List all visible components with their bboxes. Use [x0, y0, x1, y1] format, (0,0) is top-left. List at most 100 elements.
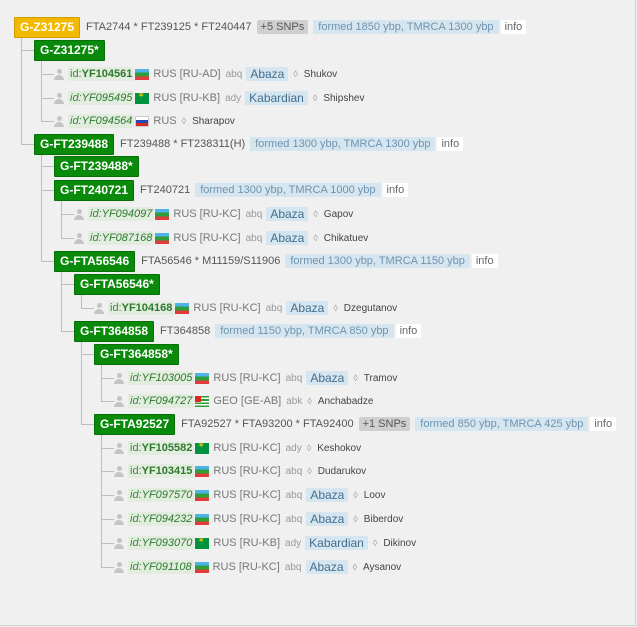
country-code: RUS [RU-KC]: [173, 208, 241, 220]
country-code: RUS [RU-AD]: [153, 68, 221, 80]
surname: Dudarukov: [317, 465, 367, 477]
sample-id[interactable]: id:YF105582: [128, 441, 195, 455]
sample-id[interactable]: id:YF104168: [108, 301, 175, 315]
kchr-flag-icon: [195, 489, 210, 501]
sample-id[interactable]: id:YF094232: [128, 512, 195, 526]
haplogroup-row: G-Z31275*: [34, 39, 105, 61]
surname: Shukov: [303, 68, 338, 80]
diamond-icon: ◊: [312, 93, 318, 103]
diamond-icon: ◊: [306, 443, 312, 453]
diamond-icon: ◊: [353, 373, 358, 383]
country-code: RUS [RU-KC]: [213, 489, 281, 501]
haplogroup-label[interactable]: G-FT364858*: [94, 343, 179, 365]
diamond-icon: ◊: [307, 466, 312, 476]
haplogroup-label[interactable]: G-FT239488: [34, 133, 115, 155]
sample-id[interactable]: id:YF094097: [88, 207, 155, 221]
haplogroup-label[interactable]: G-FT364858: [74, 320, 155, 342]
person-icon: [114, 442, 124, 454]
sample-id[interactable]: id:YF091108: [128, 560, 194, 574]
snp-list: FTA92527 * FTA93200 * FTA92400: [181, 418, 354, 430]
tree-connector: [41, 166, 54, 167]
tree-connector: [101, 401, 114, 402]
sample-id-value: YF095495: [81, 92, 133, 104]
diamond-icon: ◊: [181, 116, 187, 126]
info-link[interactable]: info: [500, 20, 527, 34]
haplogroup-label[interactable]: G-FT239488*: [54, 155, 139, 177]
haplogroup-label[interactable]: G-FT240721: [54, 179, 135, 201]
surname: Dzegutanov: [343, 302, 398, 314]
haplogroup-label[interactable]: G-FTA56546*: [74, 273, 160, 295]
language-code: abq: [225, 68, 243, 80]
tree-connector: [41, 190, 54, 191]
diamond-icon: ◊: [352, 562, 357, 572]
surname: Gapov: [323, 208, 354, 220]
person-icon: [114, 537, 124, 549]
sample-id-value: YF087168: [101, 232, 153, 244]
person-icon: [114, 395, 124, 407]
diamond-icon: ◊: [353, 490, 358, 500]
sample-id[interactable]: id:YF095495: [68, 91, 135, 105]
language-code: ady: [225, 92, 242, 104]
tree-connector: [101, 425, 102, 567]
haplogroup-label[interactable]: G-Z31275*: [34, 39, 105, 61]
haplogroup-label[interactable]: G-FTA92527: [94, 413, 176, 435]
surname: Loov: [363, 489, 386, 501]
diamond-icon: ◊: [372, 538, 378, 548]
sample-id[interactable]: id:YF093070: [128, 536, 195, 550]
sample-id[interactable]: id:YF087168: [88, 231, 155, 245]
kchr-flag-icon: [155, 232, 170, 244]
sample-row: id:YF105582RUS [RU-KC]ady◊Keshokov: [114, 438, 361, 458]
diamond-icon: ◊: [333, 303, 338, 313]
person-icon: [54, 92, 64, 104]
sample-id[interactable]: id:YF103005: [128, 371, 195, 385]
tree-connector: [81, 308, 94, 309]
snp-list: FT240721: [140, 184, 191, 196]
surname: Chikatuev: [323, 232, 369, 244]
sample-id[interactable]: id:YF094564: [68, 114, 135, 128]
surname: Aysanov: [362, 561, 402, 573]
info-link[interactable]: info: [471, 254, 498, 268]
tree-connector: [41, 74, 54, 75]
extra-snps-badge[interactable]: +5 SNPs: [256, 20, 309, 34]
haplogroup-label[interactable]: G-Z31275: [14, 16, 81, 38]
sample-id[interactable]: id:YF103415: [128, 464, 195, 478]
tree-connector: [81, 332, 82, 424]
kchr-flag-icon: [135, 68, 150, 80]
tree-connector: [41, 98, 54, 99]
language-code: abq: [285, 513, 303, 525]
person-icon: [114, 465, 124, 477]
extra-snps-badge[interactable]: +1 SNPs: [358, 417, 411, 431]
country-code: RUS [RU-KC]: [213, 442, 281, 454]
sample-id-prefix: id:: [90, 232, 102, 244]
adygea-flag-icon: [135, 92, 150, 104]
snp-list: FT239488 * FT238311(H): [120, 138, 246, 150]
ethnicity-badge: Abaza: [286, 301, 329, 315]
tree-connector: [41, 145, 42, 261]
person-icon: [114, 489, 124, 501]
haplogroup-label[interactable]: G-FTA56546: [54, 250, 136, 272]
tree-connector: [101, 471, 114, 472]
adygea-flag-icon: [195, 537, 210, 549]
country-code: RUS [RU-KC]: [212, 561, 280, 573]
sample-id[interactable]: id:YF094727: [128, 394, 195, 408]
tree-connector: [61, 214, 74, 215]
country-code: GEO [GE-AB]: [213, 395, 282, 407]
age-estimate: formed 1150 ybp, TMRCA 850 ybp: [215, 324, 394, 338]
tree-connector: [41, 261, 54, 262]
ethnicity-badge: Kabardian: [245, 91, 308, 105]
ethnicity-badge: Abaza: [306, 488, 349, 502]
info-link[interactable]: info: [395, 324, 422, 338]
diamond-icon: ◊: [307, 396, 312, 406]
snp-list: FTA2744 * FT239125 * FT240447: [86, 21, 252, 33]
sample-id[interactable]: id:YF097570: [128, 488, 195, 502]
kchr-flag-icon: [195, 513, 210, 525]
info-link[interactable]: info: [382, 183, 409, 197]
sample-id[interactable]: id:YF104561: [68, 67, 135, 81]
info-link[interactable]: info: [437, 137, 464, 151]
info-link[interactable]: info: [590, 417, 617, 431]
tree-connector: [61, 284, 74, 285]
